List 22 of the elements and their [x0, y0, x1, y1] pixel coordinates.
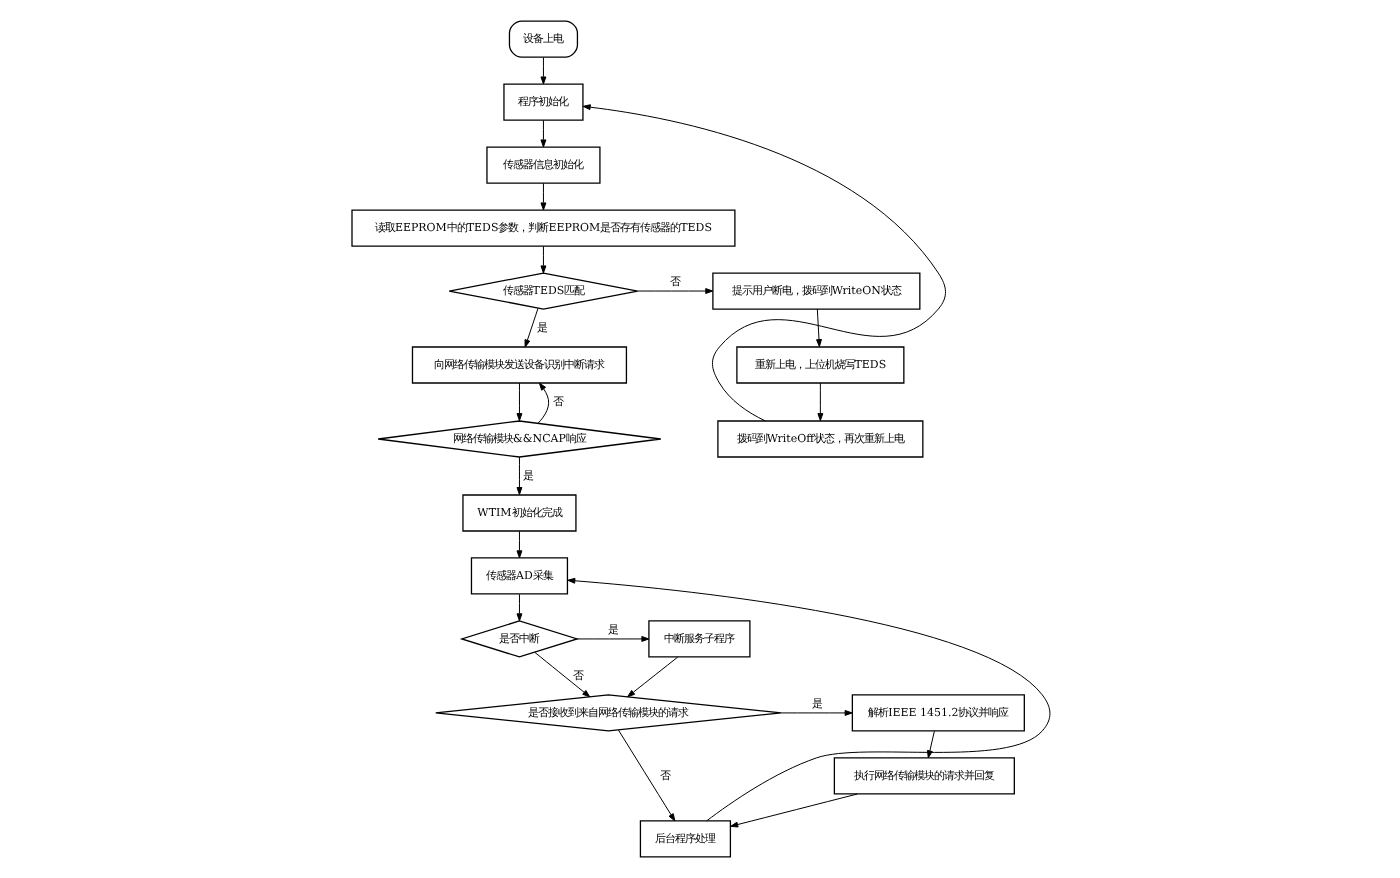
arrow [816, 382, 823, 422]
arrow [925, 730, 934, 759]
arrow [533, 652, 590, 698]
arrow [581, 104, 945, 422]
arrow [515, 530, 522, 559]
arrow [515, 593, 522, 622]
arrow [539, 119, 546, 148]
arrow [539, 182, 546, 211]
arrow [515, 382, 522, 422]
arrow [523, 307, 538, 348]
arrow [539, 56, 546, 85]
arrow [815, 308, 821, 348]
arrow [626, 656, 678, 698]
arrow [566, 577, 1050, 822]
arrow [539, 245, 546, 274]
arrow [536, 382, 549, 424]
arrow [636, 288, 713, 294]
arrow [515, 456, 522, 496]
arrow [729, 793, 857, 828]
arrow [779, 710, 852, 716]
arrow [617, 729, 675, 822]
arrow [575, 636, 649, 642]
